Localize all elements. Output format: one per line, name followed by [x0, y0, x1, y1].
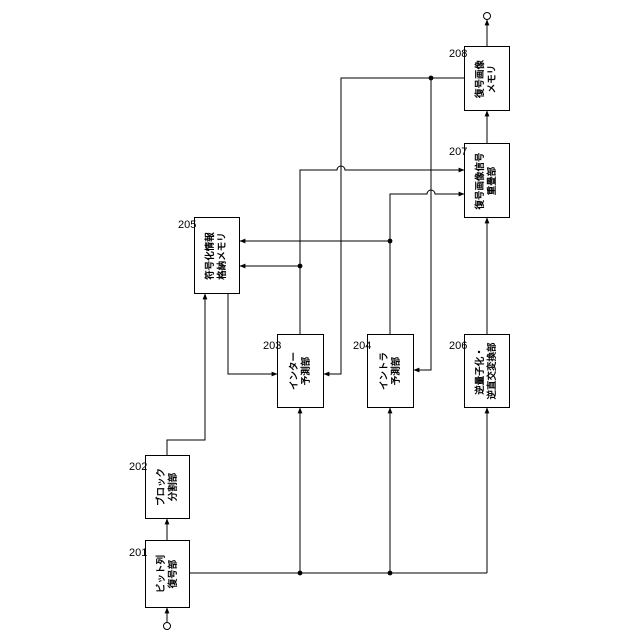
bit-stream-decoder-block: ビット列復号部: [145, 540, 190, 608]
label-207: 207: [449, 147, 467, 158]
junction-dot: [298, 571, 303, 576]
label-201: 201: [129, 548, 147, 559]
label-206: 206: [449, 341, 467, 352]
label-203: 203: [263, 341, 281, 352]
intra-prediction-block: イントラ予測部: [367, 334, 414, 408]
inverse-quantize-transform-block: 逆量子化・逆直交変換部: [464, 334, 510, 408]
wire-204-to-207: [390, 190, 464, 241]
input-terminal: [164, 623, 171, 630]
label-202: 202: [129, 462, 147, 473]
label-204: 204: [353, 341, 371, 352]
wire-205-to-203: [228, 294, 277, 374]
wire-203-to-205: [240, 266, 300, 334]
junction-dot: [388, 571, 393, 576]
wire-208-to-203: [324, 78, 464, 374]
wire-208-to-204: [414, 78, 431, 370]
decoded-signal-superposition-block: 復号画像信号重畳部: [464, 143, 510, 218]
wire-204-to-205: [240, 241, 390, 334]
wire-203-to-207: [300, 166, 464, 266]
wire-202-to-205: [167, 294, 205, 455]
junction-dot: [429, 76, 434, 81]
decoded-image-memory-block: 復号画像メモリ: [464, 46, 510, 111]
junction-dot: [388, 239, 393, 244]
output-terminal: [484, 13, 491, 20]
block-division-block: ブロック分割部: [145, 455, 190, 519]
label-208: 208: [449, 49, 467, 60]
coding-info-memory-block: 符号化情報格納メモリ: [194, 217, 240, 294]
junction-dot: [298, 264, 303, 269]
label-205: 205: [178, 220, 196, 231]
inter-prediction-block: インター予測部: [277, 334, 324, 408]
